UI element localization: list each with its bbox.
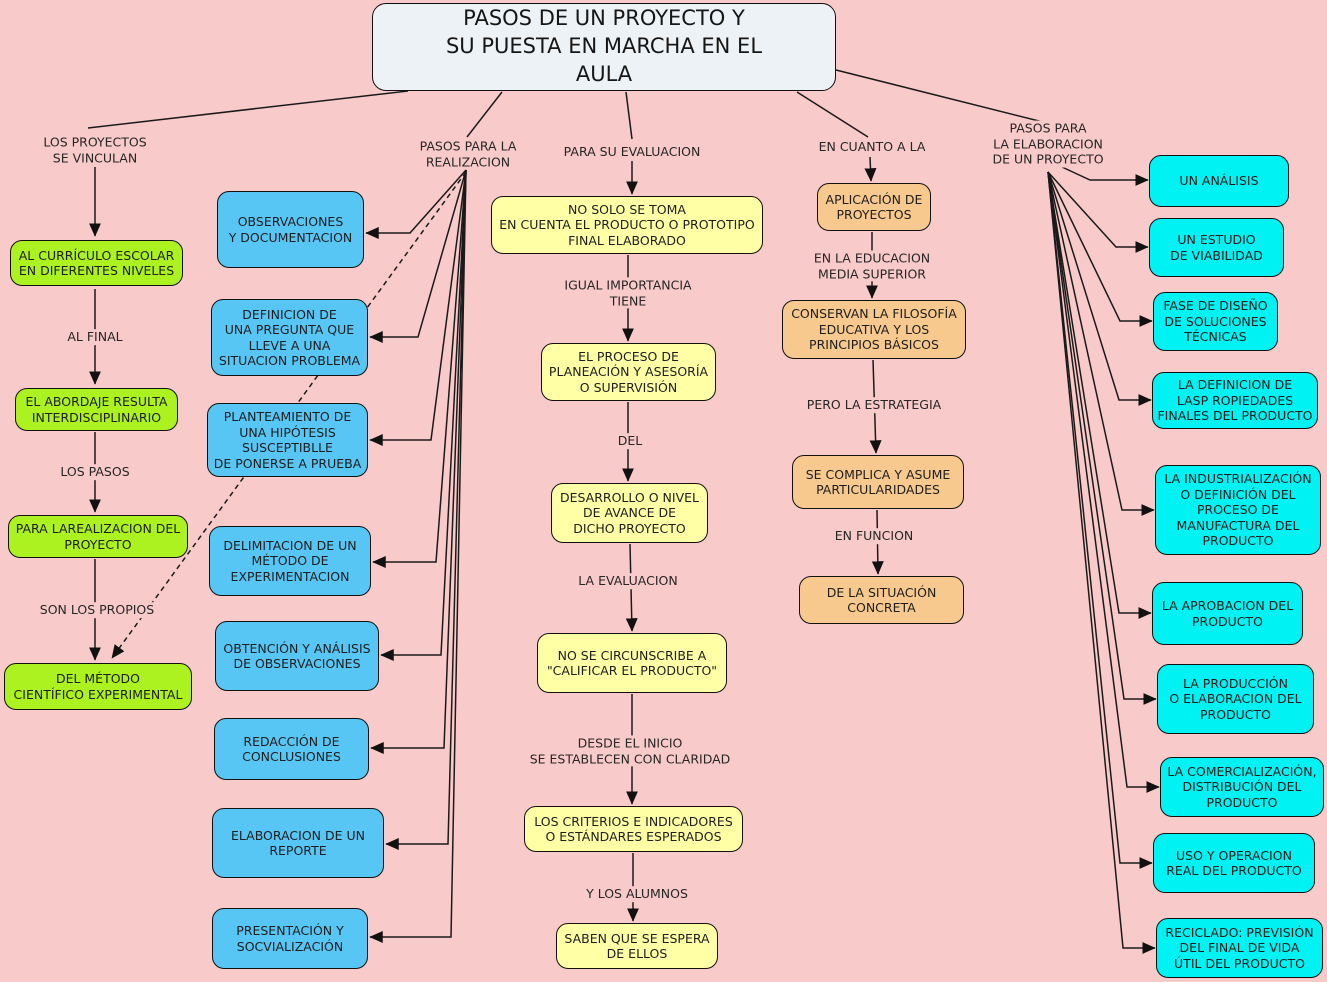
edge-title-vinculan: [87, 90, 409, 129]
edge-definicion-propiedades: [1047, 171, 1152, 406]
link-en-funcion: EN FUNCION: [831, 528, 917, 544]
node-definicion-propiedades[interactable]: LA DEFINICION DE LASP ROPIEDADES FINALES…: [1152, 372, 1318, 429]
node-aplicacion-proyectos[interactable]: APLICACIÓN DE PROYECTOS: [817, 183, 931, 231]
edge-reciclado: [1047, 171, 1156, 954]
node-observaciones-documentacion[interactable]: OBSERVACIONES Y DOCUMENTACION: [217, 191, 364, 268]
edge-industrializacion: [1047, 171, 1155, 516]
node-abordaje-interdisciplinario[interactable]: EL ABORDAJE RESULTA INTERDISCIPLINARIO: [15, 388, 178, 431]
edge-presentacion: [369, 169, 467, 943]
title-branch-lines: [87, 69, 1044, 140]
branch-label-elaboracion: PASOS PARA LA ELABORACION DE UN PROYECTO: [989, 120, 1107, 168]
branch-label-en-cuanto: EN CUANTO A LA: [815, 139, 929, 155]
node-presentacion-socializacion[interactable]: PRESENTACIÓN Y SOCVIALIZACIÓN: [212, 908, 368, 969]
edge-title-elaboracion: [835, 69, 1044, 123]
node-estudio-viabilidad[interactable]: UN ESTUDIO DE VIABILIDAD: [1149, 218, 1284, 277]
node-fase-diseno[interactable]: FASE DE DISEÑO DE SOLUCIONES TÉCNICAS: [1153, 292, 1278, 351]
node-saben-espera[interactable]: SABEN QUE SE ESPERA DE ELLOS: [556, 923, 718, 969]
branch-label-evaluacion: PARA SU EVALUACION: [560, 144, 704, 160]
node-realizacion-proyecto[interactable]: PARA LAREALIZACION DEL PROYECTO: [8, 515, 188, 558]
edge-planteamiento: [369, 169, 467, 446]
link-la-evaluacion: LA EVALUACION: [575, 573, 681, 589]
node-aprobacion[interactable]: LA APROBACION DEL PRODUCTO: [1152, 582, 1303, 645]
link-al-final: AL FINAL: [64, 329, 126, 345]
branch-label-vinculan: LOS PROYECTOS SE VINCULAN: [40, 134, 150, 166]
edge-comercializacion: [1047, 171, 1160, 793]
node-curriculo-escolar[interactable]: AL CURRÍCULO ESCOLAR EN DIFERENTES NIVEL…: [10, 240, 183, 286]
edge-observaciones: [365, 169, 467, 239]
edge-fase-diseno: [1047, 171, 1153, 327]
link-desde-el-inicio: DESDE EL INICIO SE ESTABLECEN CON CLARID…: [526, 735, 734, 767]
branch-label-realizacion: PASOS PARA LA REALIZACION: [416, 138, 520, 170]
node-redaccion-conclusiones[interactable]: REDACCIÓN DE CONCLUSIONES: [214, 718, 369, 780]
link-y-los-alumnos: Y LOS ALUMNOS: [583, 886, 691, 902]
edge-definicion-pregunta: [369, 169, 467, 343]
node-planteamiento-hipotesis[interactable]: PLANTEAMIENTO DE UNA HIPÓTESIS SUSCEPTIB…: [207, 403, 368, 477]
edge-analisis: [1061, 166, 1149, 186]
node-desarrollo-avance[interactable]: DESARROLLO O NIVEL DE AVANCE DE DICHO PR…: [551, 483, 708, 543]
link-igual-importancia: IGUAL IMPORTANCIA TIENE: [561, 277, 695, 309]
blue-fan-arrows: [365, 169, 467, 943]
node-analisis[interactable]: UN ANÁLISIS: [1149, 155, 1289, 207]
node-comercializacion[interactable]: LA COMERCIALIZACIÓN, DISTRIBUCIÓN DEL PR…: [1160, 757, 1324, 817]
edge-elaboracion-reporte: [385, 169, 467, 850]
node-uso-operacion[interactable]: USO Y OPERACION REAL DEL PRODUCTO: [1153, 833, 1315, 893]
node-complica-particularidades[interactable]: SE COMPLICA Y ASUME PARTICULARIDADES: [792, 455, 964, 509]
node-proceso-planeacion[interactable]: EL PROCESO DE PLANEACIÓN Y ASESORÍA O SU…: [541, 343, 716, 401]
node-no-solo-producto[interactable]: NO SOLO SE TOMA EN CUENTA EL PRODUCTO O …: [491, 196, 763, 254]
link-los-pasos: LOS PASOS: [57, 464, 133, 480]
node-situacion-concreta[interactable]: DE LA SITUACIÓN CONCRETA: [799, 576, 964, 624]
edge-estudio: [1047, 171, 1149, 253]
node-no-circunscribe[interactable]: NO SE CIRCUNSCRIBE A "CALIFICAR EL PRODU…: [537, 633, 727, 693]
node-definicion-pregunta[interactable]: DEFINICION DE UNA PREGUNTA QUE LLEVE A U…: [211, 299, 368, 376]
link-en-la-educacion: EN LA EDUCACION MEDIA SUPERIOR: [810, 250, 934, 282]
edge-obtencion: [380, 169, 467, 661]
edge-title-aplicacion: [796, 91, 869, 138]
map-title-node[interactable]: PASOS DE UN PROYECTO Y SU PUESTA EN MARC…: [372, 3, 836, 91]
edge-redaccion: [370, 169, 467, 754]
edge-delimitacion: [372, 169, 467, 568]
node-delimitacion-metodo[interactable]: DELIMITACION DE UN MÉTODO DE EXPERIMENTA…: [209, 526, 371, 596]
link-son-los-propios: SON LOS PROPIOS: [36, 602, 158, 618]
edge-uso-operacion: [1047, 171, 1153, 869]
edge-title-evaluacion: [625, 91, 633, 140]
node-criterios-indicadores[interactable]: LOS CRITERIOS E INDICADORES O ESTÁNDARES…: [524, 806, 743, 852]
link-pero-la-estrategia: PERO LA ESTRATEGIA: [803, 397, 945, 413]
node-obtencion-analisis[interactable]: OBTENCIÓN Y ANÁLISIS DE OBSERVACIONES: [215, 621, 379, 691]
link-del: DEL: [614, 433, 646, 449]
node-reciclado[interactable]: RECICLADO: PREVISIÓN DEL FINAL DE VIDA Ú…: [1156, 918, 1323, 978]
node-conservan-filosofia[interactable]: CONSERVAN LA FILOSOFÍA EDUCATIVA Y LOS P…: [782, 300, 966, 359]
edge-title-realizacion: [466, 91, 503, 138]
edge-aprobacion: [1047, 171, 1152, 619]
node-industrializacion[interactable]: LA INDUSTRIALIZACIÓN O DEFINICIÓN DEL PR…: [1155, 465, 1321, 555]
node-metodo-cientifico[interactable]: DEL MÉTODO CIENTÍFICO EXPERIMENTAL: [4, 663, 192, 710]
cyan-fan-arrows: [1047, 166, 1160, 954]
edge-cuanto-aplicacion: [864, 156, 877, 182]
node-elaboracion-reporte[interactable]: ELABORACION DE UN REPORTE: [212, 808, 384, 878]
edge-produccion: [1047, 171, 1157, 705]
node-produccion[interactable]: LA PRODUCCIÓN O ELABORACION DEL PRODUCTO: [1157, 664, 1314, 734]
